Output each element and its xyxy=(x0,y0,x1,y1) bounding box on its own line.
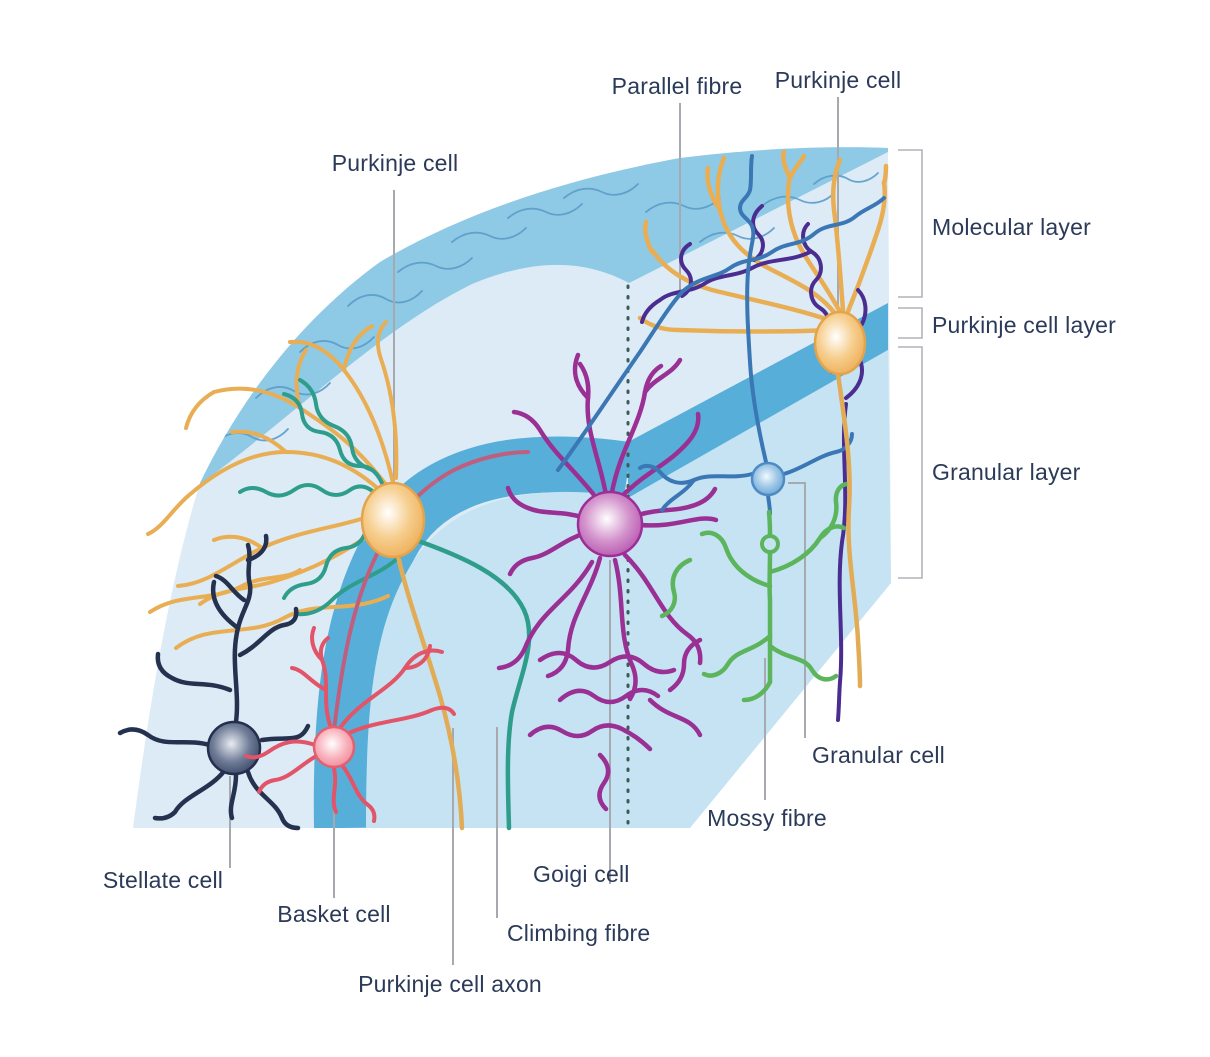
label-purkinje-cell-axon: Purkinje cell axon xyxy=(358,971,542,997)
leader-granular-cell xyxy=(788,482,806,738)
label-basket-cell: Basket cell xyxy=(277,901,391,927)
label-mossy-fibre: Mossy fibre xyxy=(707,805,827,831)
purkinje-cell-body-right xyxy=(813,310,867,376)
golgi-cell xyxy=(496,352,719,812)
stellate-cell xyxy=(117,533,311,831)
granular-cell-body xyxy=(750,461,786,497)
label-purkinje-cell-top: Purkinje cell xyxy=(774,67,902,93)
bracket-molecular-layer xyxy=(898,149,923,298)
basket-cell-body xyxy=(312,725,356,769)
label-granular-layer: Granular layer xyxy=(932,459,1081,485)
molecular-layer-top-surface xyxy=(198,147,891,486)
granular-layer-front-face xyxy=(366,491,630,829)
bracket-purkinje-layer xyxy=(898,307,923,339)
bracket-granular-layer xyxy=(898,346,923,579)
label-stellate-cell: Stellate cell xyxy=(102,867,224,893)
mossy-fibre xyxy=(659,481,851,703)
golgi-cell-body xyxy=(576,490,644,558)
label-golgi-cell: Goigi cell xyxy=(533,861,630,887)
label-molecular-layer: Molecular layer xyxy=(932,214,1091,240)
label-purkinje-cell-left: Purkinje cell xyxy=(331,150,459,176)
parallel-fibre xyxy=(556,196,886,472)
purkinje-axon-left xyxy=(395,553,465,831)
granular-cell-processes xyxy=(638,154,854,516)
label-purkinje-cell-layer: Purkinje cell layer xyxy=(932,312,1117,338)
basket-cell xyxy=(244,626,456,823)
molecular-layer-side-face xyxy=(628,152,888,442)
purkinje-dendrites-left xyxy=(146,320,399,650)
purkinje-cell-body-left xyxy=(360,481,426,559)
stellate-cell-body xyxy=(206,720,262,776)
granular-layer-side-face xyxy=(628,350,891,828)
label-climbing-fibre: Climbing fibre xyxy=(507,920,651,946)
layer-brackets xyxy=(898,149,923,579)
climbing-fibre-main xyxy=(407,535,532,831)
purkinje-axon-right xyxy=(835,371,863,689)
label-granular-cell: Granular cell xyxy=(812,742,945,768)
label-parallel-fibre: Parallel fibre xyxy=(611,73,743,99)
